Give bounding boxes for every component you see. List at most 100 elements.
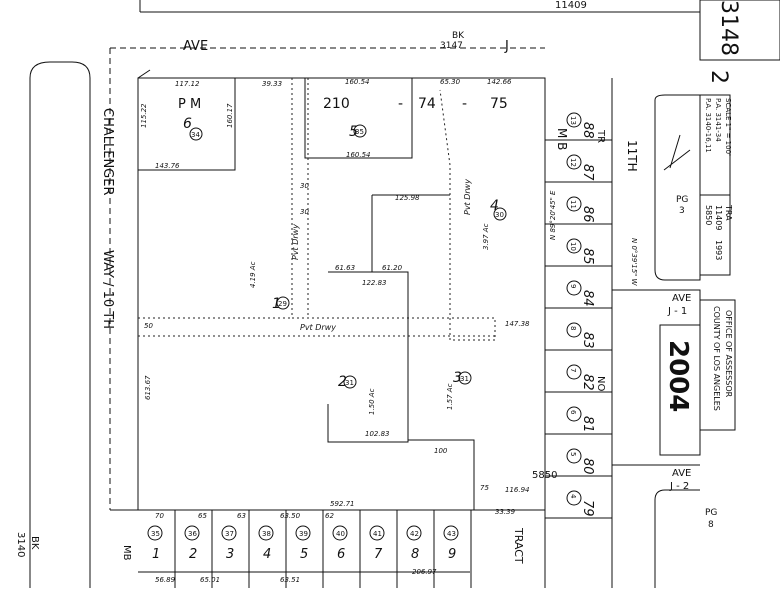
parcel-3-line <box>408 439 475 510</box>
dim-d38: 4.19 Ac <box>249 261 257 288</box>
office-line-2: COUNTY OF LOS ANGELES <box>712 306 721 411</box>
office-line-1: OFFICE OF ASSESSOR <box>724 310 733 398</box>
dim-d2: 39.33 <box>262 80 282 88</box>
page-number: 2 <box>706 70 731 84</box>
bottom-lot-circle <box>147 525 163 541</box>
parcel-3-code: 31 <box>460 375 469 383</box>
parcel-2-code: 31 <box>345 379 354 387</box>
dim-d16: 100 <box>434 447 448 455</box>
bottom-lot-code: 38 <box>262 530 271 538</box>
bottom-lot-circle <box>258 525 274 541</box>
dim-d4: 65.30 <box>440 78 461 86</box>
right-lot-number: 79 <box>580 500 595 517</box>
right-lot-number: 83 <box>580 332 595 349</box>
ave-j-label: AVE <box>183 39 208 54</box>
dim-d7: 160.54 <box>346 151 371 159</box>
tra-label: TRA <box>724 204 733 221</box>
parcel-5-circle <box>353 124 367 138</box>
pm-74: 74 <box>418 96 436 112</box>
bottom-lot-code: 39 <box>299 530 308 538</box>
dim-d35: 1.50 Ac <box>368 388 376 415</box>
pg3-num: 3 <box>679 206 685 216</box>
parcel-2-number: 2 <box>338 374 347 390</box>
mb-label: M B <box>555 128 569 150</box>
right-lot-number: 88 <box>580 122 595 139</box>
pm-210: 210 <box>323 96 350 112</box>
ave-j1-label: AVE <box>672 293 691 304</box>
pvt-drwy-vertical-1: Pvt Drwy <box>291 224 300 260</box>
right-lot-circle <box>566 112 582 128</box>
bk-left: BK <box>29 536 40 550</box>
tra-n2: 5850 <box>704 205 713 225</box>
tra-n1: 11409 <box>714 205 723 230</box>
dim-d1: 117.12 <box>175 80 200 88</box>
dim-d32: 65.01 <box>200 576 220 584</box>
parcel-6-number: 6 <box>183 116 192 132</box>
right-lot-circle <box>566 322 582 338</box>
bottom-lot-circle <box>406 525 422 541</box>
right-lot-circle <box>566 364 582 380</box>
bottom-lot-code: 36 <box>188 530 197 538</box>
dim-d28: 63 <box>237 512 246 520</box>
no-label: NO <box>595 376 606 391</box>
right-lot-code: 12 <box>569 158 577 167</box>
bottom-lot-number: 8 <box>411 547 419 562</box>
right-lot-number: 86 <box>580 206 595 223</box>
right-lot-code: 9 <box>569 284 577 288</box>
parcel-3-circle <box>458 371 472 385</box>
bottom-lot-circle <box>295 525 311 541</box>
dim-d26: 70 <box>155 512 164 520</box>
bk-top-num: 3147 <box>440 41 463 51</box>
challenger-label: CHALLENGER <box>100 108 115 196</box>
ave-j2-letter: J - 2 <box>669 481 689 492</box>
dim-d18: 613.67 <box>144 375 152 400</box>
ave-j2-label: AVE <box>672 468 691 479</box>
year-stamp: 2004 <box>663 340 693 412</box>
parcel-5-outline <box>304 78 413 159</box>
pvt-drive-boundary <box>291 78 496 341</box>
bottom-lot-number: 9 <box>448 547 456 562</box>
dim-d22: 30 <box>300 208 309 216</box>
parcel-1-number: 1 <box>272 296 281 312</box>
scale-label: SCALE 1" = 100' <box>724 98 732 156</box>
pg8-label: PG <box>705 508 717 518</box>
parcel-2-outline <box>327 271 409 443</box>
dim-d29: 63.50 <box>280 512 301 520</box>
parcel-6-circle <box>189 127 203 141</box>
eleventh-label: 11TH <box>625 140 639 172</box>
right-lot-circle <box>566 280 582 296</box>
parcel-5-number: 5 <box>349 124 358 140</box>
dim-d10: 61.20 <box>382 264 403 272</box>
dim-d24: 50 <box>144 322 153 330</box>
bottom-lot-number: 1 <box>152 547 160 562</box>
parcel-4-number: 4 <box>490 198 499 214</box>
bottom-lot-circle <box>221 525 237 541</box>
right-lot-number: 82 <box>580 374 595 391</box>
bottom-lot-code: 42 <box>410 530 419 538</box>
bottom-lot-code: 35 <box>151 530 160 538</box>
main-block <box>137 77 546 511</box>
bottom-lot-circle <box>184 525 200 541</box>
right-lot-circle <box>566 154 582 170</box>
pm-dash-2: - <box>462 96 467 112</box>
parcel-3-number: 3 <box>453 370 462 386</box>
right-lot-circle <box>566 448 582 464</box>
pvt-drwy-vertical-2: Pvt Drwy <box>463 179 472 215</box>
right-lot-circle <box>566 406 582 422</box>
pg8-street <box>654 489 700 588</box>
dim-d11: 122.83 <box>362 279 387 287</box>
office-box <box>699 299 736 431</box>
ave-j-letter: J <box>504 39 509 54</box>
dim-d6: 143.76 <box>155 162 180 170</box>
north-arrow <box>663 134 691 171</box>
book-corner-box <box>699 0 780 61</box>
dim-d3: 160.54 <box>345 78 370 86</box>
eleventh-street-area <box>654 94 701 281</box>
parcel-6-outline <box>138 77 236 171</box>
dim-d13: 592.71 <box>330 500 355 508</box>
parcel-5-code: 35 <box>355 128 364 136</box>
challenger-way-street <box>29 61 91 588</box>
tra-box <box>699 194 731 276</box>
